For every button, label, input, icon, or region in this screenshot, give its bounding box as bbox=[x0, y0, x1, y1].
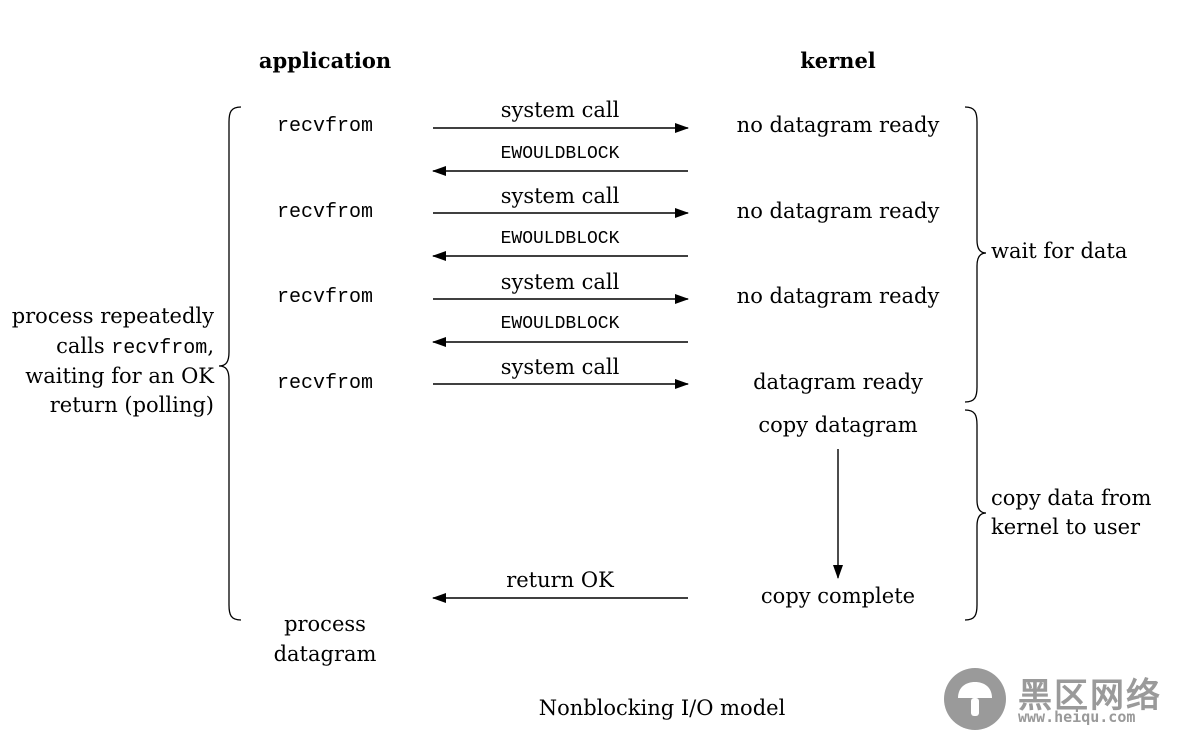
watermark-brand: 黑区网络 bbox=[1018, 676, 1162, 716]
system-call-label-3: system call bbox=[500, 270, 620, 294]
left-annotation-line1: process repeatedly bbox=[11, 304, 214, 328]
figure-caption: Nonblocking I/O model bbox=[538, 696, 786, 720]
kernel-state-4: datagram ready bbox=[753, 370, 923, 394]
left-brace bbox=[218, 106, 242, 621]
kernel-state-2: no datagram ready bbox=[736, 199, 940, 223]
copy-datagram-label: copy datagram bbox=[758, 413, 918, 437]
system-call-label-2: system call bbox=[500, 184, 620, 208]
process-label: process bbox=[284, 612, 366, 636]
recvfrom-call-3: recvfrom bbox=[276, 286, 374, 309]
copy-data-line1: copy data from bbox=[991, 486, 1152, 510]
right-brace-copy bbox=[964, 409, 987, 621]
left-annotation-code: recvfrom bbox=[111, 337, 208, 360]
ewouldblock-label-2: EWOULDBLOCK bbox=[500, 229, 620, 249]
wait-for-data-label: wait for data bbox=[991, 239, 1128, 263]
left-annotation-line4: return (polling) bbox=[49, 393, 214, 417]
application-header: application bbox=[258, 48, 392, 73]
system-call-label-4: system call bbox=[500, 355, 620, 379]
datagram-label: datagram bbox=[273, 642, 377, 666]
system-call-label-1: system call bbox=[500, 98, 620, 122]
recvfrom-call-4: recvfrom bbox=[276, 372, 374, 395]
left-annotation-prefix: calls bbox=[56, 334, 112, 358]
kernel-state-1: no datagram ready bbox=[736, 113, 940, 137]
copy-complete-label: copy complete bbox=[760, 584, 916, 608]
ewouldblock-label-1: EWOULDBLOCK bbox=[500, 144, 620, 164]
right-brace-wait bbox=[964, 106, 987, 403]
ewouldblock-label-3: EWOULDBLOCK bbox=[500, 314, 620, 334]
watermark-logo-icon bbox=[944, 668, 1006, 730]
left-annotation-suffix: , bbox=[207, 334, 214, 358]
recvfrom-call-2: recvfrom bbox=[276, 201, 374, 224]
return-ok-label: return OK bbox=[506, 568, 614, 592]
left-annotation-line2: calls recvfrom, bbox=[56, 334, 214, 360]
kernel-state-3: no datagram ready bbox=[736, 284, 940, 308]
watermark: 黑区网络 www.heiqu.com bbox=[944, 668, 1174, 730]
recvfrom-call-1: recvfrom bbox=[276, 115, 374, 138]
copy-data-line2: kernel to user bbox=[991, 515, 1141, 539]
kernel-header: kernel bbox=[800, 48, 876, 73]
watermark-url: www.heiqu.com bbox=[1018, 708, 1136, 726]
left-annotation-line3: waiting for an OK bbox=[25, 364, 214, 388]
